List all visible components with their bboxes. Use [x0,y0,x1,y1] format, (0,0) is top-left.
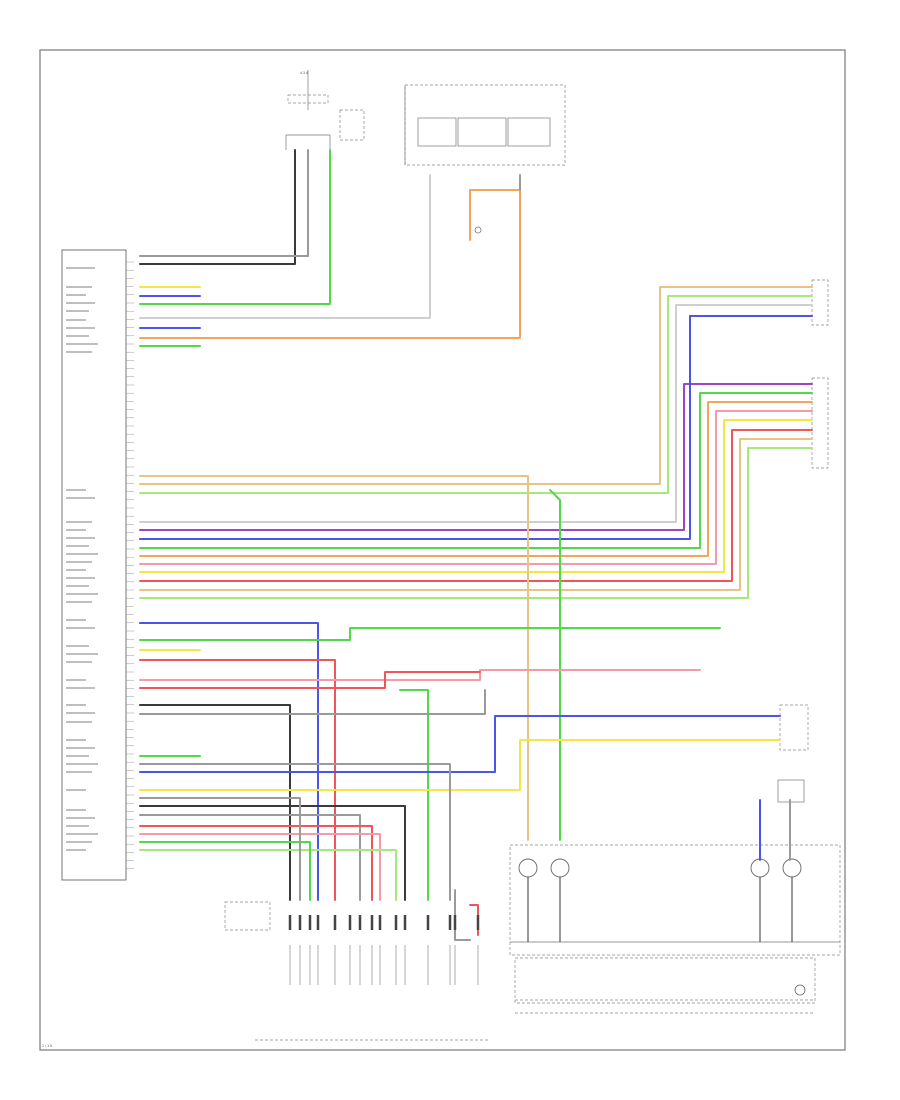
speaker-icon [782,858,802,878]
bottom-right-panel [509,844,841,1014]
wire-black [139,805,406,901]
wire-red [139,671,481,689]
wire-pink [139,410,813,565]
wire-lightgreen [139,849,397,901]
wire-gray [139,797,301,901]
diagram-border [39,49,846,1051]
radio-module-box [61,249,127,881]
right-connector [777,279,829,803]
wire-pink [139,669,701,681]
wire-white [139,174,431,319]
wire-orange [139,239,521,339]
wire-violet [139,383,813,531]
wire-blue [139,715,781,773]
radio-pin-labels [66,267,98,851]
wire-gray [139,689,486,715]
wire-gray [139,149,309,257]
fuse-top-label: 4.3 A [300,71,309,75]
wire-green [139,392,813,549]
bottom-connector-ticks [288,915,480,985]
wire-yellow [139,739,781,791]
wire-red [139,825,373,901]
wire-gray [139,814,361,901]
wire-tan [139,475,529,841]
wire-green [549,489,561,841]
wire-lightgreen [139,295,813,494]
wire-red [139,659,336,901]
top-fuse-block: 4.3 A [285,70,365,150]
wire-blue [139,622,319,901]
wire-white [139,304,813,523]
wire-green [139,841,311,901]
wire-gray [454,889,471,941]
wire-blue [139,315,813,540]
wire-tan [139,438,813,591]
wire-orange [469,189,521,241]
wire-green [399,689,429,901]
wire-pink [139,833,381,901]
radio-connector-pins [126,261,134,870]
wire-yellow [139,419,813,573]
wire-green [139,149,331,305]
wire-orange [139,401,813,557]
top-middle-block [404,84,566,234]
wire-tan [139,286,813,485]
wire-green [139,627,721,641]
footer-code: 1 / 1 0 [42,1044,52,1048]
wire-black [139,704,291,901]
lamp-icon [794,984,806,996]
speaker-icon [750,858,770,878]
wire-gray [139,763,451,901]
bottom-left-panel [224,901,490,1041]
wire-black [139,149,296,265]
wire-red [139,429,813,582]
speaker-icon [518,858,538,878]
speaker-icon [550,858,570,878]
wire-lightgreen [139,447,813,599]
wire-harness [139,149,813,941]
